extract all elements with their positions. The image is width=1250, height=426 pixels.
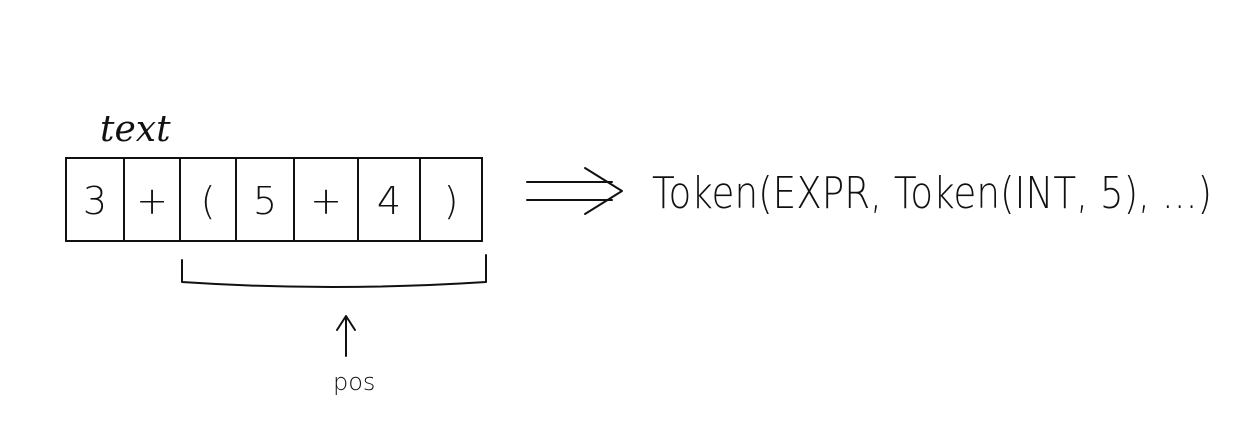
char-cell-label: 3	[83, 179, 107, 223]
char-cell-box	[357, 157, 421, 242]
double-arrow-icon	[526, 167, 623, 215]
char-cell-box	[419, 157, 483, 242]
char-cell-label: 5	[253, 179, 277, 223]
char-array: 3 + (5 +4)	[65, 157, 483, 242]
char-cell: 4	[357, 157, 421, 242]
char-cell: (	[179, 157, 237, 242]
substring-bracket	[181, 254, 487, 288]
char-cell-label: +	[136, 179, 168, 223]
char-cell-box	[293, 157, 359, 242]
char-cell-label: )	[444, 179, 459, 223]
char-cell: 5	[235, 157, 295, 242]
token-result: Token(EXPR, Token(INT, 5), ...)	[652, 168, 1212, 219]
char-cell-label: +	[310, 179, 342, 223]
array-label: text	[100, 109, 171, 150]
char-cell: 3	[65, 157, 125, 242]
char-cell-box	[179, 157, 237, 242]
char-cell-label: 4	[377, 179, 401, 223]
char-cell-box	[123, 157, 181, 242]
char-cell: +	[293, 157, 359, 242]
char-cell: )	[419, 157, 483, 242]
up-arrow-icon	[336, 315, 356, 357]
char-cell-label: (	[201, 179, 216, 223]
char-cell-box	[65, 157, 125, 242]
char-cell: +	[123, 157, 181, 242]
pointer-label: pos	[333, 368, 375, 396]
